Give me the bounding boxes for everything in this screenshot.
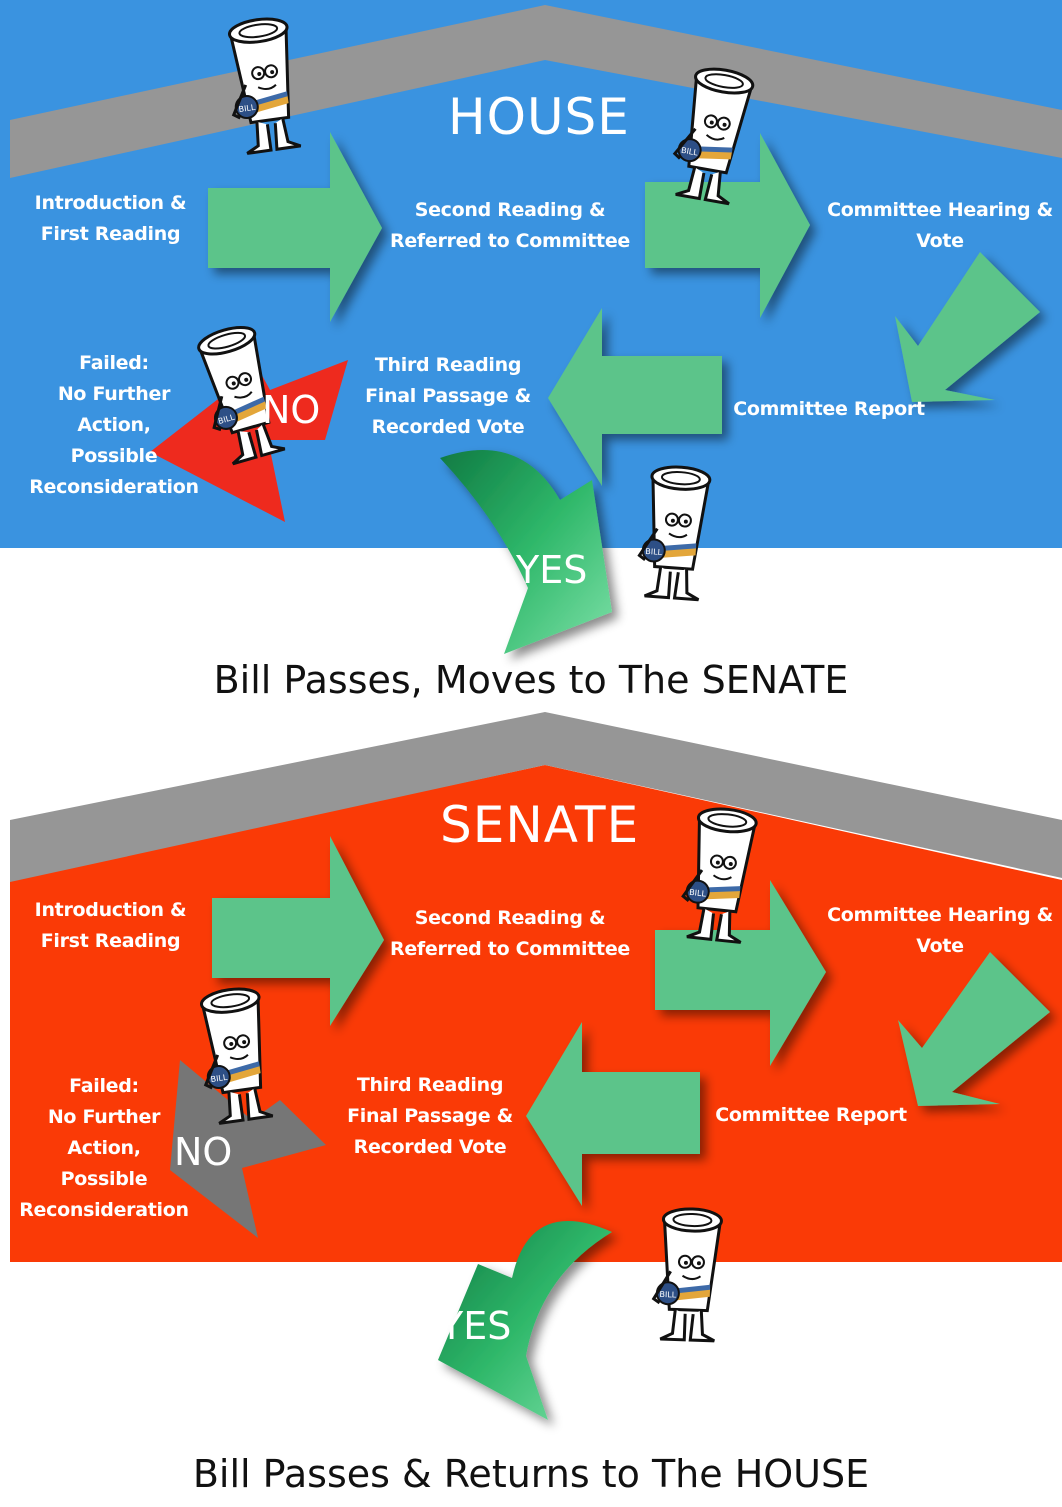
yes-arrow-house <box>440 450 612 654</box>
house-step-intro-line2: First Reading <box>40 223 181 245</box>
house-step-failed: Failed: No Further Action, Possible Reco… <box>14 348 214 503</box>
senate-result-caption: Bill Passes & Returns to The HOUSE <box>192 1452 870 1496</box>
no-arrow-senate <box>170 1060 326 1238</box>
arrow-right-1 <box>208 132 382 322</box>
senate-roof-gray <box>10 712 1062 882</box>
house-step-third: Third Reading Final Passage & Recorded V… <box>352 350 544 443</box>
house-step-hearing: Committee Hearing & Vote <box>822 195 1058 257</box>
arrow-right-2 <box>645 133 810 318</box>
senate-step-hearing-line1: Committee Hearing & <box>827 904 1053 926</box>
house-step-third-line3: Recorded Vote <box>371 416 525 438</box>
senate-step-second-line2: Referred to Committee <box>389 938 630 960</box>
senate-step-hearing-line2: Vote <box>916 935 964 957</box>
senate-step-third: Third Reading Final Passage & Recorded V… <box>334 1070 526 1163</box>
senate-step-intro: Introduction & First Reading <box>18 895 203 957</box>
house-step-failed-line3: Action, <box>77 414 151 436</box>
house-roof-gray <box>10 5 1062 178</box>
senate-title: SENATE <box>440 796 640 854</box>
house-flow-arrows <box>208 132 1040 486</box>
house-title: HOUSE <box>448 88 630 146</box>
senate-step-third-line1: Third Reading <box>356 1074 504 1096</box>
house-step-second: Second Reading & Referred to Committee <box>380 195 640 257</box>
senate-step-failed-line4: Possible <box>60 1168 148 1190</box>
senate-step-hearing: Committee Hearing & Vote <box>822 900 1058 962</box>
senate-step-intro-line2: First Reading <box>40 930 181 952</box>
senate-step-intro-line1: Introduction & <box>34 899 187 921</box>
senate-step-report: Committee Report <box>704 1100 918 1131</box>
arrow-right-s1 <box>212 836 384 1026</box>
house-step-second-line2: Referred to Committee <box>389 230 630 252</box>
house-step-report-line1: Committee Report <box>733 398 925 420</box>
house-step-hearing-line1: Committee Hearing & <box>827 199 1053 221</box>
senate-step-failed-line3: Action, <box>67 1137 141 1159</box>
senate-step-failed: Failed: No Further Action, Possible Reco… <box>4 1071 204 1226</box>
house-step-failed-line2: No Further <box>57 383 171 405</box>
senate-step-second-line1: Second Reading & <box>414 907 606 929</box>
senate-step-report-line1: Committee Report <box>715 1104 907 1126</box>
house-step-third-line2: Final Passage & <box>365 385 531 407</box>
house-yes-label: YES <box>516 548 588 592</box>
senate-flow-arrows <box>212 836 1050 1206</box>
house-step-hearing-line2: Vote <box>916 230 964 252</box>
house-step-failed-line5: Reconsideration <box>29 476 199 498</box>
house-step-failed-line1: Failed: <box>79 352 149 374</box>
house-step-intro: Introduction & First Reading <box>18 188 203 250</box>
house-no-label: NO <box>262 388 321 432</box>
arrow-left <box>548 308 722 486</box>
yes-arrow-senate <box>438 1221 612 1420</box>
senate-step-failed-line5: Reconsideration <box>19 1199 189 1221</box>
senate-no-label: NO <box>174 1130 233 1174</box>
arrow-right-s2 <box>655 880 826 1066</box>
house-step-failed-line4: Possible <box>70 445 158 467</box>
house-step-third-line1: Third Reading <box>374 354 522 376</box>
senate-step-third-line3: Recorded Vote <box>353 1136 507 1158</box>
senate-step-failed-line1: Failed: <box>69 1075 139 1097</box>
house-step-report: Committee Report <box>722 394 936 425</box>
senate-step-third-line2: Final Passage & <box>347 1105 513 1127</box>
senate-yes-label: YES <box>440 1304 512 1348</box>
house-step-second-line1: Second Reading & <box>414 199 606 221</box>
senate-step-second: Second Reading & Referred to Committee <box>380 903 640 965</box>
arrow-down-left <box>895 252 1040 402</box>
arrow-left-s <box>526 1022 700 1206</box>
senate-step-failed-line2: No Further <box>47 1106 161 1128</box>
house-step-intro-line1: Introduction & <box>34 192 187 214</box>
arrow-down-left-s <box>898 952 1050 1106</box>
house-result-caption: Bill Passes, Moves to The SENATE <box>213 658 849 702</box>
